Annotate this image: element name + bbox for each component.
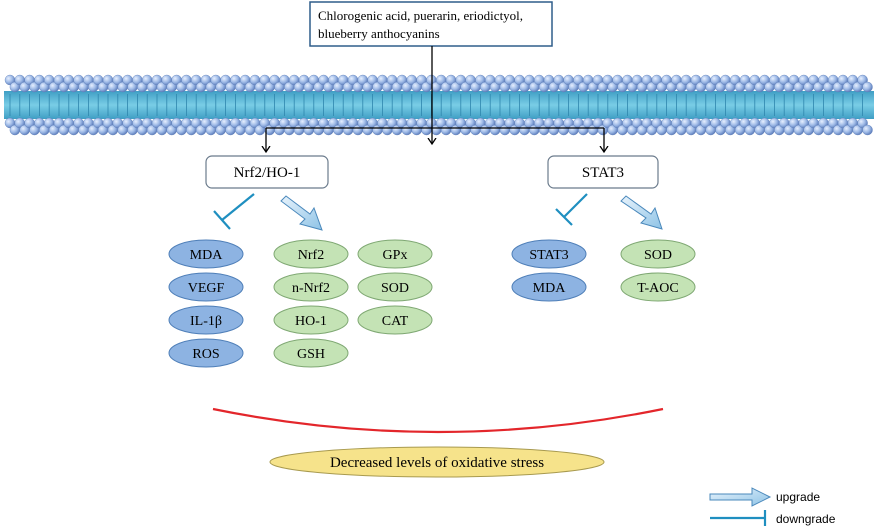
right-down-node-ellipse (511, 272, 587, 302)
left-up-node-label: CAT (382, 314, 409, 329)
left-upgrade-arrow-icon (280, 195, 323, 231)
left-down-node-label: IL-1β (190, 314, 222, 329)
upgrade-arrows (280, 195, 772, 507)
left-up-node-label: Nrf2 (298, 248, 324, 263)
membrane-bead (862, 124, 873, 136)
right-upgrade-arrow-icon (620, 195, 663, 230)
membrane-top-layer (4, 74, 873, 93)
compounds-line-1: Chlorogenic acid, puerarin, eriodictyol, (318, 8, 523, 23)
right-up-node-label: T-AOC (637, 281, 679, 296)
red-brace (212, 407, 664, 434)
stat3-label: STAT3 (582, 165, 624, 181)
legend-downgrade-label: downgrade (776, 512, 836, 526)
left-down-node-label: ROS (192, 347, 219, 362)
right-down-node-label: MDA (533, 281, 567, 296)
left-up-node-label: GPx (383, 248, 408, 263)
left-up-node-ellipse (357, 239, 433, 269)
left-up-node-ellipse (273, 338, 349, 368)
left-down-node-label: VEGF (188, 281, 225, 296)
nrf2-ho1-box (205, 155, 329, 189)
nrf2-ho1-label: Nrf2/HO-1 (234, 165, 301, 181)
outcome-ellipse (269, 446, 605, 478)
compounds-line-2: blueberry anthocyanins (318, 26, 440, 41)
left-up-node-ellipse (357, 305, 433, 335)
outcome-label: Decreased levels of oxidative stress (330, 455, 544, 471)
left-up-node-label: n-Nrf2 (292, 281, 330, 296)
stat3-box (547, 155, 659, 189)
left-up-node-label: SOD (381, 281, 409, 296)
left-up-node-label: HO-1 (295, 314, 327, 329)
membrane-tail-lines (9, 94, 863, 116)
membrane-tails (4, 91, 874, 119)
marker-nodes: MDAVEGFIL-1βROSNrf2n-Nrf2HO-1GSHGPxSODCA… (168, 239, 696, 368)
legend-upgrade-arrow-icon (709, 487, 772, 507)
legend-upgrade-label: upgrade (776, 490, 820, 504)
right-down-node-label: STAT3 (529, 248, 568, 263)
connector-lines (266, 46, 604, 151)
membrane-bottom-layer (4, 117, 873, 136)
left-down-node-ellipse (168, 338, 244, 368)
left-down-node-ellipse (168, 305, 244, 335)
left-down-node-ellipse (168, 272, 244, 302)
right-inhibit-icon (555, 193, 588, 226)
left-inhibit-icon (213, 193, 255, 230)
left-down-node-ellipse (168, 239, 244, 269)
inhibit-symbols (213, 193, 767, 526)
membrane-bead (862, 81, 873, 93)
compounds-box (309, 1, 553, 47)
left-up-node-ellipse (357, 272, 433, 302)
legend-downgrade-icon (710, 510, 767, 526)
left-up-node-ellipse (273, 305, 349, 335)
left-down-node-label: MDA (190, 248, 224, 263)
cell-membrane (4, 74, 874, 136)
right-up-node-label: SOD (644, 248, 672, 263)
right-up-node-ellipse (620, 272, 696, 302)
left-up-node-label: GSH (297, 347, 325, 362)
right-down-node-ellipse (511, 239, 587, 269)
left-up-node-ellipse (273, 272, 349, 302)
right-up-node-ellipse (620, 239, 696, 269)
left-up-node-ellipse (273, 239, 349, 269)
